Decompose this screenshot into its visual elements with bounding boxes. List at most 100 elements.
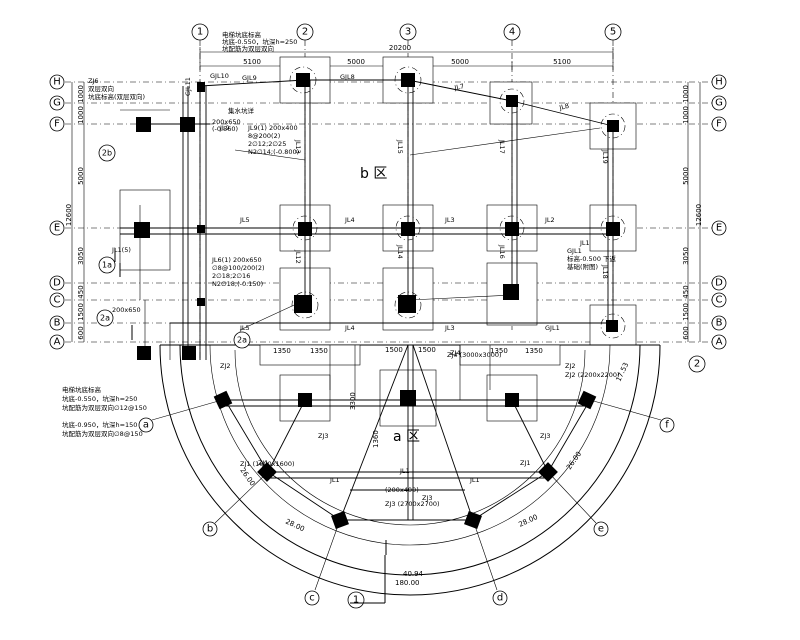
right-dim-4: 3050: [682, 247, 690, 265]
right-dim-1: 1000: [682, 85, 690, 103]
radial-bubble-e: e: [598, 524, 604, 535]
note-JL9-bars: 2∅12;2∅25: [248, 140, 286, 148]
beam-label-GJL11: GJL11: [184, 77, 192, 96]
beam-label-JL3-lower: JL3: [444, 324, 455, 332]
axis-bubble-E-right: E: [716, 223, 722, 234]
beam-label-JL17: JL17: [498, 139, 506, 154]
axis-bubble-1a: 1a: [102, 261, 112, 270]
arc-label-ZJ4: ZJ4: [450, 349, 461, 357]
beam-label-JL5-lower: JL5: [239, 324, 250, 332]
beam-label-JL5: JL5: [239, 216, 250, 224]
note-200x400: (200x400): [385, 486, 419, 494]
axis-bubble-2: 2: [302, 27, 308, 38]
note-pit-rebar: 坑配筋为双层双向: [222, 44, 274, 53]
beam-label-JL8: JL8: [558, 102, 570, 112]
arc-beam-label-JL1-c: JL1: [469, 476, 480, 484]
right-dim-6: 1500: [682, 303, 690, 321]
axis-bubble-F-left: F: [54, 119, 60, 130]
top-total-dim: 20200: [389, 44, 411, 52]
axis-bubble-G-right: G: [715, 98, 723, 109]
axis-bubble-E-left: E: [54, 223, 60, 234]
left-dim-5: 450: [77, 285, 85, 298]
axis-bubble-2: 2: [694, 359, 700, 370]
top-span-1: 5100: [243, 58, 261, 66]
column-blocks-upper: [134, 73, 620, 360]
axis-bubble-G-left: G: [53, 98, 61, 109]
axis-bubble-1: 1: [197, 27, 203, 38]
note-minus-0560: (-0.560): [212, 125, 238, 133]
note-ZJ4: ZJ4 (3000x3000): [447, 351, 502, 359]
note-JL6-side: N2∅18;(-0.150): [212, 280, 263, 288]
axis-bubble-4: 4: [509, 27, 515, 38]
left-dim-1: 1000: [77, 85, 85, 103]
radial-bubble-c: c: [309, 593, 315, 604]
axis-bubble-C-right: C: [716, 295, 723, 306]
axis-bubble-H-right: H: [715, 77, 723, 88]
beam-label-GJL9: GJL9: [242, 74, 257, 82]
arc-dim-28-b: 28.00: [517, 513, 539, 529]
zone-label-b: b 区: [360, 166, 387, 182]
zone-label-a: a 区: [393, 429, 420, 445]
note-pit-depth-3: 坑底-0.950，坑深h=150: [62, 420, 137, 429]
arc-dim-7: 1350: [525, 347, 543, 355]
radial-bubble-d: d: [497, 593, 503, 604]
row-axis-bubbles-left: H G F E D C B A: [49, 74, 65, 350]
arc-dim-6: 1350: [490, 347, 508, 355]
note-pit-rebar-2: 坑配筋为双层双向∅12@150: [62, 403, 147, 412]
arc-dim-3300: 3300: [349, 392, 357, 410]
note-GJL1: GJL1: [567, 247, 582, 255]
beam-label-JL2: JL2: [544, 216, 555, 224]
arc-labels: JL1 JL1 JL1 ZJ1 ZJ1 ZJ2 ZJ2 ZJ3 ZJ3 ZJ3 …: [88, 77, 576, 502]
arc-dim-180: 180.00: [395, 579, 420, 587]
arc-dim-26-b: 26.00: [565, 450, 583, 471]
note-pit-depth-2: 坑底-0.550，坑深h=250: [62, 394, 137, 403]
radial-axis-bubbles: a b c d e f: [138, 399, 675, 606]
beam-label-JL19: JL19: [601, 149, 609, 164]
note-JL9-stirrup: 8@200(2): [248, 132, 280, 140]
top-span-3: 5000: [451, 58, 469, 66]
beam-label-JL1: JL1: [579, 239, 590, 247]
row-axis-bubbles-right: H G F E D C B A: [711, 74, 727, 350]
annotations: 电梯坑底标高 坑底-0.550，坑深h=250 坑配筋为双层双向 双层双向 坑底…: [62, 30, 620, 508]
radial-bubble-b: b: [207, 524, 213, 535]
axis-bubble-1-bottom: 1: [353, 595, 359, 606]
beam-label-JL14: JL14: [396, 244, 404, 259]
arc-label-ZJ3-b: ZJ3: [540, 432, 551, 440]
note-pit-depth: 坑底-0.550，坑深h=250: [222, 37, 297, 46]
right-dim-7: 600: [682, 326, 690, 339]
arc-dim-1360: 1360: [372, 430, 380, 448]
arc-dim-28-a: 28.00: [284, 518, 306, 534]
note-JL9-size: JL9(1) 200x400: [247, 124, 298, 132]
note-200x650: 200x650: [212, 118, 241, 126]
arc-label-ZJ3-c: ZJ3: [422, 494, 433, 502]
left-dim-7: 600: [77, 326, 85, 339]
axis-bubble-B-right: B: [716, 318, 723, 329]
arc-label-ZJ3-a: ZJ3: [318, 432, 329, 440]
note-sump: 集水坑详: [228, 106, 255, 115]
note-pit-elevation: 坑底标高(双层双向): [88, 92, 145, 101]
beam-label-JL4-lower: JL4: [344, 324, 355, 332]
column-axis-bubbles: 1 2 3 4 5: [191, 23, 622, 41]
axis-bubble-C-left: C: [54, 295, 61, 306]
axis-bubble-3: 3: [405, 27, 411, 38]
note-elevator-pit: 电梯坑底标高: [222, 30, 262, 39]
axis-bubble-D-right: D: [715, 278, 723, 289]
beam-label-JL9: JL9: [219, 124, 230, 132]
beam-labels: GJL8 JL9 GJL9 GJL10 GJL11 JL7 JL8 JL15 J…: [184, 72, 609, 332]
radial-bubble-f: f: [665, 420, 669, 431]
arc-label-ZJ1-a: ZJ1: [258, 459, 269, 467]
beam-label-JL13: JL13: [294, 139, 302, 154]
beam-label-GJL8: GJL8: [340, 73, 355, 81]
note-under: 标高-0.500 下返: [567, 254, 617, 263]
foundation-pads-lower: [259, 344, 561, 427]
note-JL9-side: N2∅14;(-0.800): [248, 148, 299, 156]
axis-bubble-A-right: A: [716, 337, 723, 348]
note-pit-rebar-3: 坑配筋为双层双向∅8@150: [62, 429, 143, 438]
axis-bubble-A-left: A: [54, 337, 61, 348]
note-200x650-2: 200x650: [112, 306, 141, 314]
note-ZJ3: ZJ3 (2700x2700): [385, 500, 440, 508]
left-dim-3: 5000: [77, 167, 85, 185]
top-span-2: 5000: [347, 58, 365, 66]
note-JL1-5: JL1(5): [111, 246, 131, 254]
